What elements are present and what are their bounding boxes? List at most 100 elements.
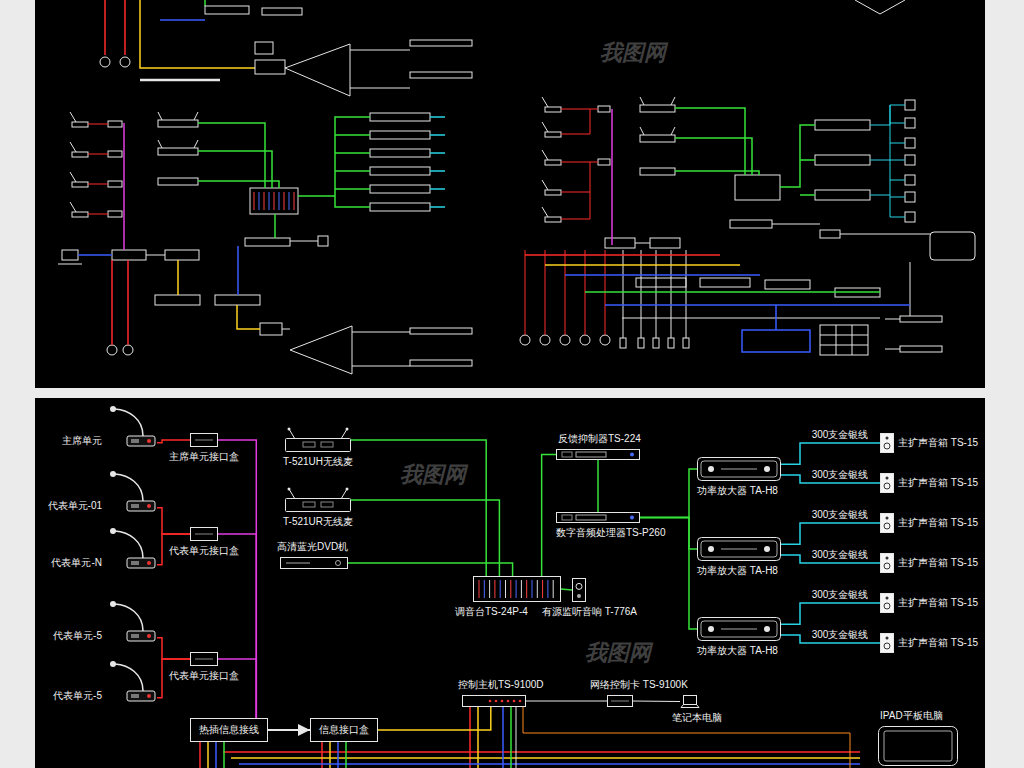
thumbnail-drawing xyxy=(262,8,302,15)
thumbnail-drawing xyxy=(158,148,198,155)
process-box: 信息接口盒 xyxy=(310,718,378,742)
tablet-computer: IPAD平板电脑 xyxy=(878,726,958,766)
node-label: 高清蓝光DVD机 xyxy=(277,541,348,553)
thumbnail-drawing xyxy=(350,50,410,88)
loudspeaker-icon xyxy=(881,554,894,573)
node-label: 代表单元-N xyxy=(51,557,102,569)
node-label: IPAD平板电脑 xyxy=(880,710,943,722)
device-detail xyxy=(764,626,770,632)
thumbnail-drawing xyxy=(204,0,206,6)
device-detail xyxy=(886,637,889,640)
node-label: 有源监听音响 T-776A xyxy=(542,606,637,618)
node-label: 网络控制卡 TS-9100K xyxy=(590,679,688,691)
cable-label: 300支金银线 xyxy=(811,629,870,641)
signal-cable xyxy=(633,701,680,703)
device-detail xyxy=(501,700,504,703)
signal-cable xyxy=(268,729,310,731)
thumbnail-drawing xyxy=(520,0,975,355)
thumbnail-drawing xyxy=(638,338,644,348)
thumbnail-drawing xyxy=(605,304,910,306)
thumbnail-drawing xyxy=(611,109,613,245)
watermark: 我图网 xyxy=(400,462,466,488)
thumbnail-drawing xyxy=(370,113,430,121)
tablet-computer-shape xyxy=(878,726,958,766)
thumbnail-drawing xyxy=(650,238,680,248)
wireless-receiver-shape xyxy=(285,488,351,512)
thumbnail-drawing xyxy=(668,338,674,348)
thumbnail-drawing xyxy=(58,264,82,265)
cable-label: 300支金银线 xyxy=(811,589,870,601)
thumbnail-drawing xyxy=(765,280,810,289)
node-label: 主扩声音箱 TS-15 xyxy=(898,557,978,569)
device-detail xyxy=(708,546,714,552)
microphone-unit-shape xyxy=(105,600,157,642)
thumbnail-drawing xyxy=(640,105,675,112)
node-label: 主席单元 xyxy=(62,435,102,447)
loudspeaker-icon xyxy=(881,434,894,453)
device-outline xyxy=(698,458,781,481)
device-outline xyxy=(576,515,606,520)
thumbnail-drawing xyxy=(905,175,915,185)
cable-label: 300支金银线 xyxy=(811,429,870,441)
device-outline xyxy=(701,541,777,557)
cable-bundle xyxy=(523,705,850,768)
thumbnail-drawing xyxy=(410,40,472,46)
thumbnail-drawing xyxy=(430,117,445,207)
microphone-unit: 代表单元-01 xyxy=(105,470,157,512)
node-label: T-521UR无线麦 xyxy=(283,516,353,528)
signal-cable xyxy=(781,443,880,464)
device-detail xyxy=(336,561,341,566)
device-outline xyxy=(701,621,777,637)
device-detail xyxy=(886,517,889,520)
power-amplifier: 功率放大器 TA-H8 xyxy=(697,537,781,561)
loudspeaker-shape xyxy=(880,633,894,653)
thumbnail-drawing xyxy=(742,330,810,352)
loudspeaker-shape xyxy=(880,473,894,493)
device-detail xyxy=(577,594,581,598)
signal-cable xyxy=(640,469,697,518)
loudspeaker-shape xyxy=(880,593,894,613)
loudspeaker: 主扩声音箱 TS-15 xyxy=(880,513,894,533)
device-detail xyxy=(195,659,213,660)
device-outline xyxy=(576,452,606,457)
wireless-receiver-shape xyxy=(285,428,351,452)
thumbnail-drawing xyxy=(282,241,318,329)
signal-cable xyxy=(218,659,256,718)
thumbnail-drawing xyxy=(410,328,472,334)
device-detail xyxy=(195,440,213,441)
network-card-icon xyxy=(608,696,633,707)
laptop-computer: 笔记本电脑 xyxy=(680,695,700,708)
thumbnail-drawing xyxy=(775,305,777,330)
thumbnail-drawing xyxy=(259,192,289,210)
thumbnail-drawing xyxy=(198,123,279,188)
mixing-console-icon xyxy=(474,577,561,602)
microphone-unit-icon xyxy=(110,406,155,446)
microphone-unit: 代表单元-N xyxy=(105,527,157,569)
device-detail xyxy=(115,664,143,691)
device-outline xyxy=(303,502,315,507)
microphone-unit-icon xyxy=(110,601,155,641)
signal-cable xyxy=(542,455,556,577)
thumbnail-drawing xyxy=(780,125,815,195)
device-outline xyxy=(127,631,155,641)
thumbnail-drawing xyxy=(905,100,915,110)
thumbnail-drawing xyxy=(72,122,88,127)
cable-bundle xyxy=(516,705,517,768)
thumbnail-drawing xyxy=(215,295,260,305)
node-label: 主扩声音箱 TS-15 xyxy=(898,597,978,609)
device-detail xyxy=(721,549,757,550)
device-detail xyxy=(147,561,151,565)
signal-cable xyxy=(781,603,880,624)
wireless-receiver: T-521UR无线麦 xyxy=(285,488,351,512)
thumbnail-drawing xyxy=(88,124,108,214)
power-amplifier-shape xyxy=(697,537,781,561)
tablet-computer-icon xyxy=(879,727,958,766)
audio-processor: 反馈抑制器TS-224 xyxy=(556,449,640,460)
microphone-unit-shape xyxy=(105,660,157,702)
thumbnail-drawing xyxy=(254,192,294,210)
thumbnail-drawing xyxy=(545,190,561,195)
signal-cable xyxy=(157,440,190,443)
